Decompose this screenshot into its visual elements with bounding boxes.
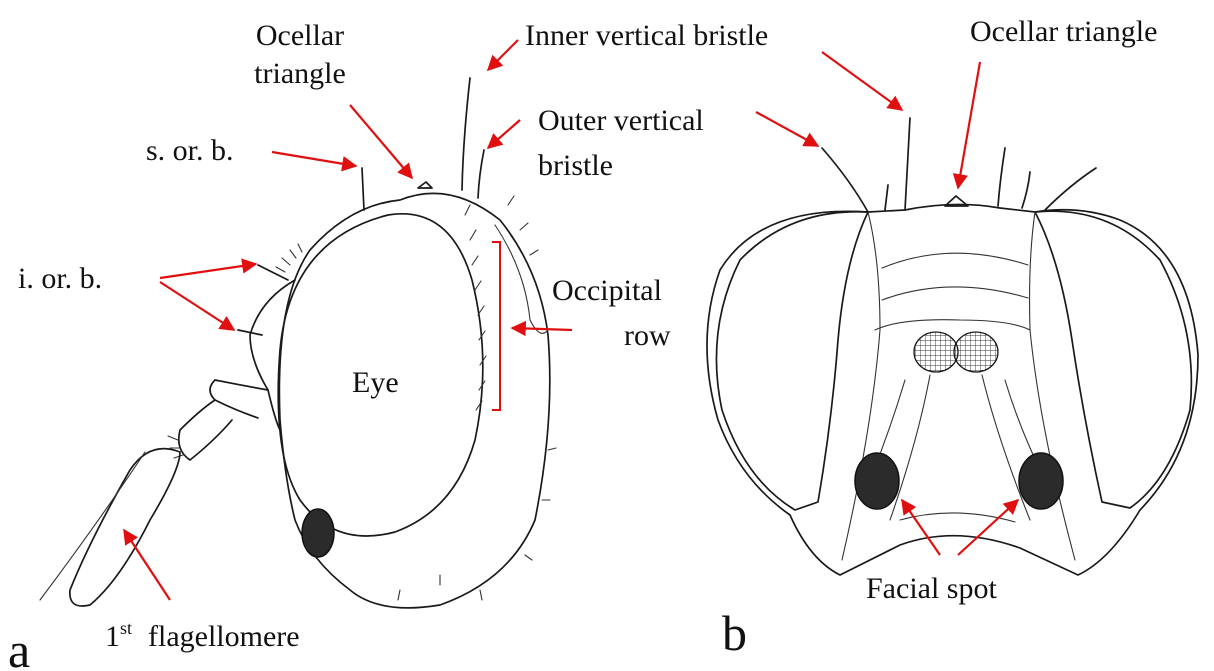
s-or-b-bristle xyxy=(362,168,364,210)
occipital-row-bracket xyxy=(492,242,500,410)
label-ocellar-a-line1: Ocellar xyxy=(256,19,344,52)
flagellomere-word: flagellomere xyxy=(148,620,300,653)
arrow-outer-vertical-bristle xyxy=(488,120,520,148)
pedicel-setulae xyxy=(168,436,183,458)
frontal-setulae xyxy=(276,244,302,272)
label-outer-vertical-line1: Outer vertical xyxy=(538,104,704,137)
inner-vertical-bristle-b-left xyxy=(905,118,910,210)
label-s-or-b: s. or. b. xyxy=(146,134,234,167)
antenna-scape xyxy=(210,380,268,418)
arrow-ocellar-triangle-b xyxy=(958,62,980,188)
label-flagellomere: 1st flagellomere xyxy=(105,618,300,653)
flagellomere-superscript: st xyxy=(120,618,132,638)
panel-letter-b: b xyxy=(722,605,747,661)
arrow-flagellomere xyxy=(124,530,170,600)
frontal-arc-upper xyxy=(882,253,1028,268)
panel-a-arrows xyxy=(124,40,572,600)
occipital-setulae xyxy=(398,196,556,600)
label-inner-vertical-bristle: Inner vertical bristle xyxy=(525,19,768,52)
label-ocellar-triangle-b: Ocellar triangle xyxy=(970,15,1157,48)
arrow-s-or-b xyxy=(272,152,356,166)
outer-vertical-bristle-b-right xyxy=(1045,168,1096,210)
vertical-bristle-b-mid xyxy=(998,148,1005,206)
arrow-facial-spot-left xyxy=(902,500,940,555)
arrow-i-or-b-lower xyxy=(160,282,234,330)
facial-spot-b-left xyxy=(855,453,899,509)
ocellar-triangle-a xyxy=(418,182,432,188)
label-outer-vertical-line2: bristle xyxy=(538,149,613,182)
facial-spot-b-right xyxy=(1019,453,1063,509)
flagellomere-number: 1 xyxy=(105,620,120,653)
label-occipital-line1: Occipital xyxy=(552,274,662,307)
first-flagellomere xyxy=(70,449,180,606)
right-antennal-socket xyxy=(954,332,998,372)
panel-letter-a: a xyxy=(8,622,30,671)
arrow-i-or-b-upper xyxy=(160,264,256,278)
vertical-bristle-b-right1 xyxy=(1022,172,1030,208)
arrow-occipital-row xyxy=(512,328,572,330)
arrow-inner-vertical-b xyxy=(822,52,902,110)
head-outline-b xyxy=(707,204,1198,575)
label-ocellar-a-line2: triangle xyxy=(254,57,346,90)
label-facial-spot: Facial spot xyxy=(866,572,997,605)
panel-b-frontal-head xyxy=(707,118,1198,575)
antenna-pedicel xyxy=(179,400,232,460)
facial-spot-a xyxy=(302,509,334,557)
left-antennal-socket xyxy=(914,332,958,372)
lunule xyxy=(875,320,1030,330)
label-occipital-line2: row xyxy=(624,319,671,352)
arrow-inner-vertical-bristle xyxy=(488,40,518,70)
outer-vertical-bristle-a xyxy=(478,150,484,198)
i-or-b-bristle-upper xyxy=(258,265,288,280)
frontal-arc-lower xyxy=(882,287,1028,300)
outer-vertical-bristle-b-left xyxy=(822,148,868,212)
arrow-facial-spot-right xyxy=(958,500,1018,555)
face-left-ridge xyxy=(890,375,930,520)
occipital-ridge xyxy=(495,225,548,333)
arrow-ocellar-triangle-a xyxy=(350,105,412,178)
label-i-or-b: i. or. b. xyxy=(18,262,102,295)
bristle-b-extra xyxy=(885,185,888,210)
panel-a-lateral-head xyxy=(40,78,556,608)
arista xyxy=(40,452,145,600)
inner-vertical-bristle-a xyxy=(462,78,470,190)
label-eye: Eye xyxy=(352,366,399,399)
left-eye-b xyxy=(716,212,868,510)
arrow-outer-vertical-b xyxy=(756,112,818,146)
panel-a-labels: Ocellar triangle s. or. b. i. or. b. Eye… xyxy=(8,19,768,671)
